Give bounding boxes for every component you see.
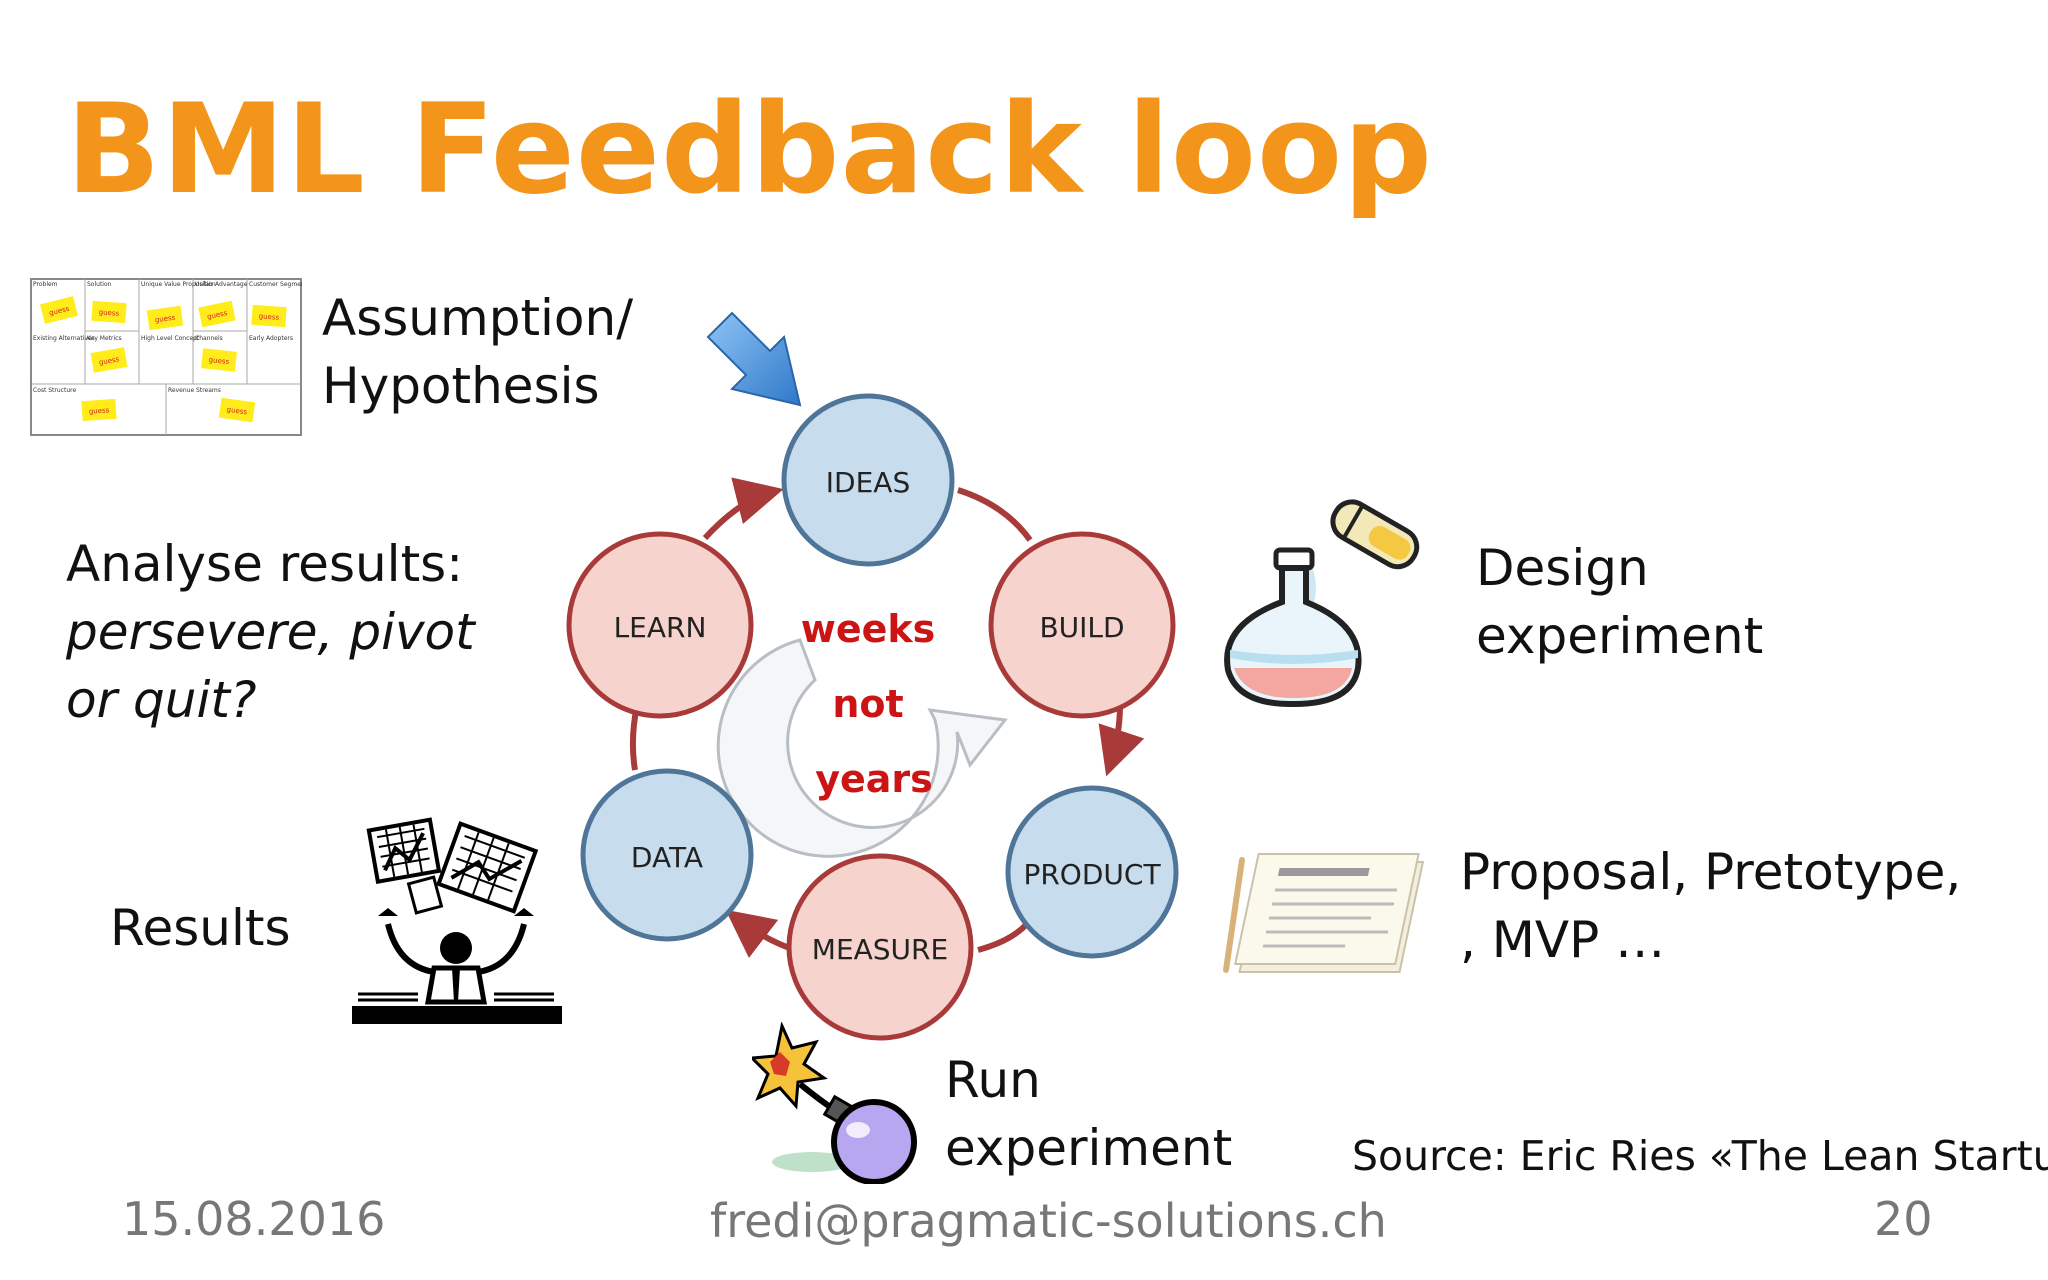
sticky-note: guess xyxy=(91,300,127,324)
node-learn: LEARN xyxy=(566,531,754,719)
bml-cycle-diagram: weeks not years IDEAS BUILD PRODUCT MEAS… xyxy=(566,393,1179,1041)
connector-learn-ideas xyxy=(702,477,784,541)
canvas-cell-label: Unique Value Proposition xyxy=(141,281,216,288)
connector-measure-data xyxy=(725,909,796,958)
sticky-note: guess xyxy=(198,300,236,328)
results-label: Results xyxy=(110,899,291,957)
footer-date: 15.08.2016 xyxy=(122,1192,386,1246)
persevere-pivot-label: persevere, pivot xyxy=(66,603,475,661)
sticky-note: guess xyxy=(201,348,237,372)
run-label: Run xyxy=(945,1051,1041,1109)
design-experiment-label: experiment xyxy=(1476,607,1764,665)
assumption-label: Assumption/ xyxy=(322,289,634,347)
mvp-label: , MVP … xyxy=(1460,911,1666,969)
sticky-note: guess xyxy=(218,397,256,423)
svg-text:guess: guess xyxy=(208,356,230,366)
connector-build-product xyxy=(1098,704,1145,777)
center-text-not: not xyxy=(832,682,903,726)
center-text-years: years xyxy=(815,757,933,801)
sticky-note: guess xyxy=(146,305,184,331)
canvas-cell-label: High Level Concept xyxy=(141,335,200,342)
canvas-cell-label: Key Metrics xyxy=(87,335,122,342)
proposal-label: Proposal, Pretotype, xyxy=(1460,843,1962,901)
svg-text:guess: guess xyxy=(226,406,248,417)
page-number: 20 xyxy=(1874,1192,1933,1246)
run-experiment-label: experiment xyxy=(945,1119,1233,1177)
canvas-cell-label: Unfair Advantage xyxy=(195,281,248,288)
svg-text:guess: guess xyxy=(258,312,279,321)
canvas-cell-label: Customer Segments xyxy=(249,281,302,288)
sticky-notes: guess guess guess guess guess guess guess guess… xyxy=(40,296,287,423)
svg-text:guess: guess xyxy=(98,355,120,366)
canvas-cell-label: Existing Alternatives xyxy=(33,335,95,342)
sticky-note: guess xyxy=(251,304,287,328)
canvas-cell-label: Cost Structure xyxy=(33,387,76,394)
juggling-figure-icon xyxy=(352,817,562,1024)
sticky-note: guess xyxy=(40,296,78,324)
svg-text:guess: guess xyxy=(89,406,110,415)
hypothesis-label: Hypothesis xyxy=(322,357,600,415)
slide-title: BML Feedback loop xyxy=(66,78,1433,222)
canvas-cell-label: Problem xyxy=(33,281,58,288)
node-label: MEASURE xyxy=(812,933,948,966)
sticky-note: guess xyxy=(81,398,117,422)
connector-product-measure xyxy=(977,918,1033,953)
node-product: PRODUCT xyxy=(1005,785,1179,959)
cycle-arrow-icon xyxy=(716,638,1008,858)
node-ideas: IDEAS xyxy=(781,393,955,567)
lean-canvas-thumbnail: Problem Solution Unique Value Propositio… xyxy=(30,278,302,436)
canvas-cell-label: Early Adopters xyxy=(249,335,293,342)
analyse-results-label: Analyse results: xyxy=(66,535,464,593)
node-build: BUILD xyxy=(988,531,1176,719)
canvas-cell-label: Channels xyxy=(195,335,223,342)
bomb-icon xyxy=(752,1022,917,1184)
sticky-note: guess xyxy=(90,347,128,373)
node-label: PRODUCT xyxy=(1023,858,1161,891)
node-label: IDEAS xyxy=(826,466,910,499)
node-data: DATA xyxy=(580,768,754,942)
or-quit-label: or quit? xyxy=(66,671,257,729)
svg-text:guess: guess xyxy=(98,308,119,317)
node-measure: MEASURE xyxy=(786,853,974,1041)
footer-email: fredi@pragmatic-solutions.ch xyxy=(710,1194,1387,1248)
center-text-weeks: weeks xyxy=(801,607,936,651)
canvas-cell-label: Solution xyxy=(87,281,112,288)
flask-icon xyxy=(1224,499,1420,708)
node-label: LEARN xyxy=(614,611,707,644)
node-label: DATA xyxy=(631,841,703,874)
documents-icon xyxy=(1223,853,1425,973)
source-citation: Source: Eric Ries «The Lean Startup» xyxy=(1352,1132,2048,1180)
blue-arrow-icon xyxy=(706,311,802,407)
canvas-cell-label: Revenue Streams xyxy=(168,387,221,394)
design-label: Design xyxy=(1476,539,1649,597)
svg-text:guess: guess xyxy=(154,314,176,325)
node-label: BUILD xyxy=(1039,611,1124,644)
connector-ideas-build xyxy=(957,487,1033,542)
